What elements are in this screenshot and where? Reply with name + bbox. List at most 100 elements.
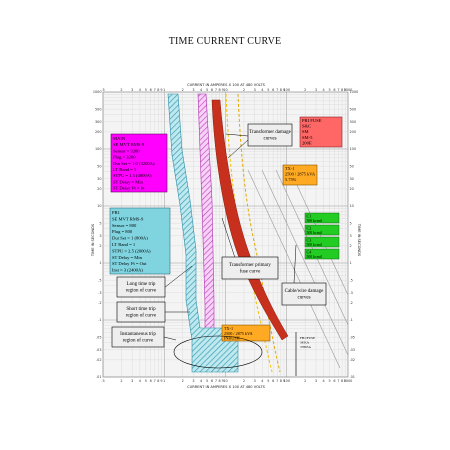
- x-tick-label: 1000: [344, 379, 353, 383]
- main-breaker-line: Sensor = 3200: [113, 148, 140, 153]
- x-tick-label: 9: [283, 379, 285, 383]
- y-tick-label: .03: [350, 348, 355, 352]
- callout-text: curves: [263, 136, 276, 141]
- main-breaker-line: LT Band = 1: [113, 167, 137, 172]
- fault-line: FB1/FUSE: [300, 336, 315, 340]
- feeder-breaker-line: FB1: [112, 210, 121, 215]
- transformer-inrush-line: 2500 / 2875 kVA: [224, 331, 253, 336]
- x-tick-label: 6: [150, 88, 152, 92]
- fuse-line: 200E: [302, 140, 312, 145]
- y-tick-label: 3: [99, 234, 101, 238]
- bottom-axis-title: CURRENT IN AMPERES X 100 AT 480 VOLTS: [187, 385, 266, 389]
- x-tick-label: 6: [272, 379, 274, 383]
- x-tick-label: 5: [267, 88, 269, 92]
- x-tick-label: 5: [328, 379, 330, 383]
- x-tick-label: 2: [120, 88, 122, 92]
- cable-box: [304, 224, 340, 236]
- main-breaker-line: MAIN: [113, 136, 126, 141]
- x-tick-label: 5: [328, 88, 330, 92]
- y-tick-label: 1000: [93, 90, 102, 94]
- x-tick-label: 3: [131, 88, 133, 92]
- primary-fuse-curve: [211, 99, 289, 341]
- x-tick-label: 7: [215, 88, 217, 92]
- x-tick-label: .5: [101, 379, 104, 383]
- x-tick-label: 4: [139, 88, 141, 92]
- x-tick-label: 1000: [344, 88, 353, 92]
- y-tick-label: 300: [350, 120, 356, 124]
- x-tick-label: 6: [150, 379, 152, 383]
- x-tick-label: 2: [304, 379, 306, 383]
- transformer-inrush-line: TX-1: [224, 326, 233, 331]
- y-tick-labels-left: 1000500300200100503020105321.5.3.2.1.05.…: [93, 90, 102, 379]
- transformer-damage-curve-2: [237, 93, 281, 373]
- x-tick-label: 9: [344, 379, 346, 383]
- x-tick-label: 3: [315, 379, 317, 383]
- transformer-line: TX-1: [285, 166, 295, 171]
- transformer-line: 2500 / 2875 kVA: [285, 172, 316, 177]
- callout-text: region of curve: [126, 313, 157, 318]
- y-tick-label: .03: [96, 348, 101, 352]
- fault-line: 37865A: [300, 345, 311, 349]
- y-tick-label: 1000: [350, 90, 359, 94]
- x-tick-label: 3: [315, 88, 317, 92]
- x-tick-label: 5: [267, 379, 269, 383]
- x-tick-label: 100: [284, 88, 290, 92]
- feeder-breaker-line: Dur Set = 1 (800A): [112, 236, 148, 241]
- y-tick-label: 30: [350, 177, 354, 181]
- fault-line: 38 KA: [300, 340, 310, 344]
- cable-box: [304, 212, 340, 224]
- y-tick-label: 5: [350, 221, 352, 225]
- x-tick-label: 5: [145, 88, 147, 92]
- y-tick-label: 500: [95, 107, 101, 111]
- x-tick-label: 6: [333, 379, 335, 383]
- x-tick-label: 8: [157, 88, 159, 92]
- x-tick-label: 2: [304, 88, 306, 92]
- y-tick-label: .02: [96, 358, 101, 362]
- x-tick-label: 4: [323, 88, 325, 92]
- x-tick-label: 9: [222, 379, 224, 383]
- callout-text: fuse curve: [240, 269, 261, 274]
- x-tick-label: 2: [182, 88, 184, 92]
- main-breaker-line: SE MVT RMS-9: [113, 142, 145, 147]
- x-tick-label: 7: [154, 379, 156, 383]
- y-tick-label: .3: [98, 291, 101, 295]
- x-tick-label: 7: [337, 379, 339, 383]
- cable-box-name: C2: [307, 226, 312, 231]
- x-tick-label: 8: [341, 88, 343, 92]
- main-breaker-line: ST Delay I²t = In: [113, 186, 145, 191]
- x-tick-label: 9: [222, 88, 224, 92]
- x-tick-label: 10: [223, 379, 227, 383]
- x-tick-label: 3: [254, 379, 256, 383]
- callout-text: Short time trip: [126, 307, 156, 312]
- x-tick-label: 4: [200, 379, 202, 383]
- callout-text: Transformer primary: [229, 263, 271, 268]
- y-tick-label: 2: [99, 244, 101, 248]
- x-tick-label: 7: [154, 88, 156, 92]
- x-tick-label: 8: [157, 379, 159, 383]
- x-tick-label: 9: [160, 88, 162, 92]
- feeder-breaker-line: Sensor = 800: [112, 223, 137, 228]
- x-tick-label: 2: [120, 379, 122, 383]
- x-tick-label: 7: [276, 88, 278, 92]
- feeder-breaker-curve: [167, 93, 239, 373]
- right-axis-title: TIME IN SECONDS: [357, 223, 361, 257]
- transformer-line: 5.75%: [285, 177, 297, 182]
- feeder-breaker-line: ST Delay = Min: [112, 255, 143, 260]
- y-tick-label: 1: [350, 261, 352, 265]
- x-tick-label: 8: [341, 379, 343, 383]
- callout-text: Cable/wire damage: [285, 289, 325, 294]
- y-tick-label: 50: [350, 164, 354, 168]
- fuse-line: SM-5: [302, 135, 313, 140]
- x-tick-label: 6: [211, 88, 213, 92]
- x-tick-label: 3: [192, 379, 194, 383]
- y-tick-label: 1: [99, 261, 101, 265]
- x-tick-label: 9: [344, 88, 346, 92]
- x-tick-label: 4: [323, 379, 325, 383]
- instantaneous-region-ellipse: [173, 335, 263, 369]
